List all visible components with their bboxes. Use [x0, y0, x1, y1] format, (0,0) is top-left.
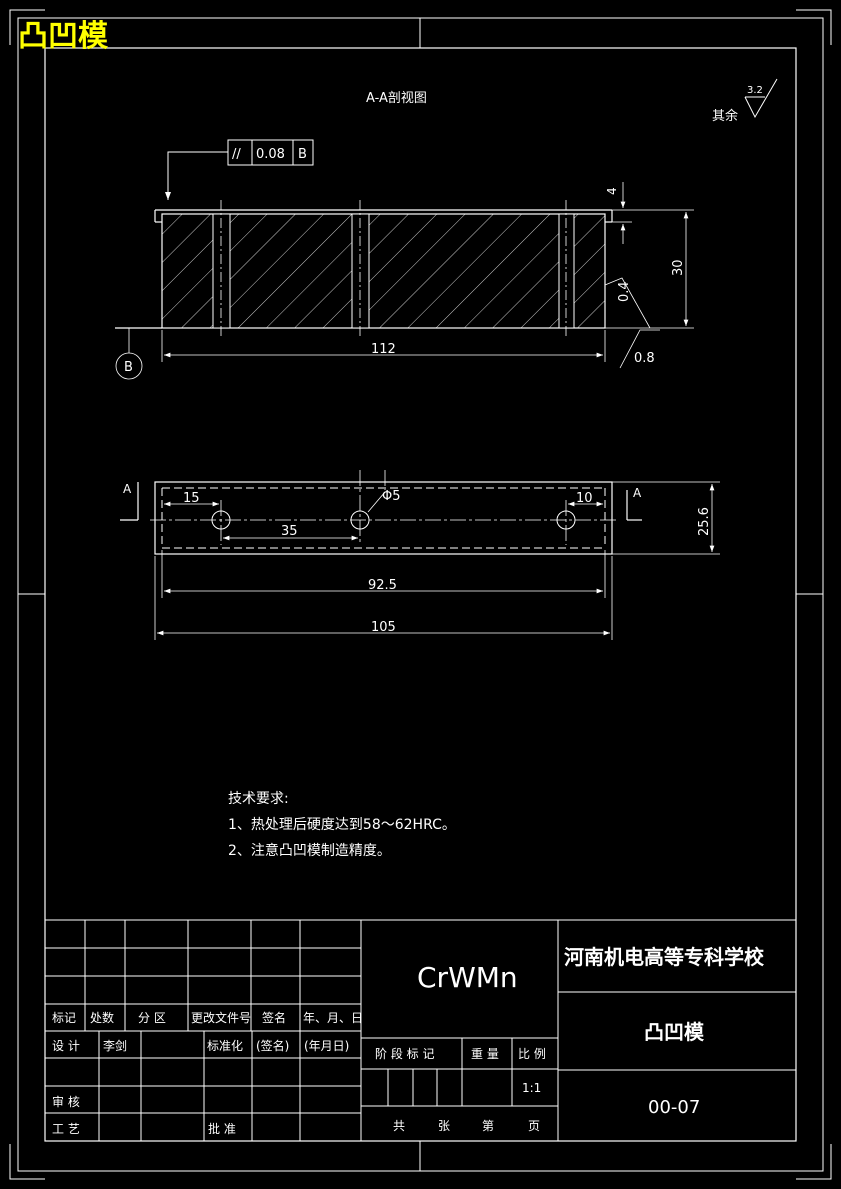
datum-bubble-label: B [124, 360, 133, 375]
tech-heading: 技术要求: [228, 791, 289, 807]
title-block [44, 919, 797, 1142]
roughness-face-value: 0.4 [617, 281, 632, 302]
tolerance-datum: B [298, 147, 307, 162]
dim-length-section: 112 [371, 342, 396, 357]
plan-view [120, 470, 642, 555]
dim-total-length: 105 [371, 620, 396, 635]
tb-material: CrWMn [417, 961, 518, 994]
section-mark-left: A [123, 482, 132, 496]
roughness-rest-value: 3.2 [747, 85, 763, 96]
roughness-rest-symbol [744, 78, 778, 119]
tb-page: 页 [528, 1119, 540, 1133]
tolerance-value: 0.08 [256, 147, 285, 162]
dim-inner-length: 92.5 [368, 578, 397, 593]
dim-hole-pitch: 35 [281, 524, 298, 539]
tb-sign-paren: (签名) [256, 1038, 289, 1053]
tb-date: 年、月、日 [303, 1011, 363, 1025]
tb-scale: 1:1 [522, 1081, 541, 1095]
tb-date-paren: (年月日) [304, 1039, 349, 1053]
tb-page-no: 第 [482, 1119, 494, 1133]
tech-item-2: 2、注意凸凹模制造精度。 [228, 842, 391, 859]
tech-item-1: 1、热处理后硬度达到58～62HRC。 [228, 817, 456, 833]
dim-hole-diameter: Φ5 [382, 489, 401, 504]
tb-designer: 李剑 [103, 1038, 127, 1053]
dim-hole-right-offset: 10 [576, 491, 593, 506]
tb-mark: 标记 [52, 1011, 76, 1025]
section-view [154, 200, 613, 338]
tb-zone: 分 区 [138, 1011, 166, 1025]
tb-part-name: 凸凹模 [644, 1020, 705, 1044]
tb-change-doc: 更改文件号 [191, 1010, 251, 1025]
plan-dimensions [154, 481, 720, 640]
tb-approve: 批 准 [208, 1121, 236, 1136]
tb-design: 设 计 [52, 1039, 80, 1053]
section-dimensions [115, 182, 694, 380]
tb-drawing-no: 00-07 [648, 1097, 700, 1118]
corner-title: 凸凹模 [18, 19, 108, 54]
tb-stage-mark: 阶 段 标 记 [375, 1046, 434, 1061]
tb-process: 工 艺 [52, 1122, 80, 1136]
tb-sign: 签名 [262, 1010, 286, 1025]
tolerance-symbol: // [232, 147, 241, 162]
tb-sheets: 张 [438, 1119, 450, 1133]
dim-top-offset: 4 [605, 187, 619, 195]
tolerance-frame [165, 139, 314, 200]
tb-weight: 重 量 [471, 1047, 499, 1061]
section-title: A-A剖视图 [366, 91, 427, 106]
roughness-bottom-value: 0.8 [634, 351, 655, 366]
tb-school: 河南机电高等专科学校 [564, 945, 765, 969]
section-mark-right: A [633, 486, 642, 500]
dim-height: 30 [671, 259, 686, 276]
dim-width: 25.6 [697, 507, 712, 536]
tb-total: 共 [393, 1119, 405, 1133]
tb-standardize: 标准化 [207, 1039, 243, 1053]
tb-ratio: 比 例 [518, 1047, 546, 1061]
tb-review: 审 核 [52, 1094, 80, 1109]
dim-hole-left-offset: 15 [183, 491, 200, 506]
roughness-rest-label: 其余 [712, 108, 738, 124]
tb-count: 处数 [90, 1010, 114, 1025]
